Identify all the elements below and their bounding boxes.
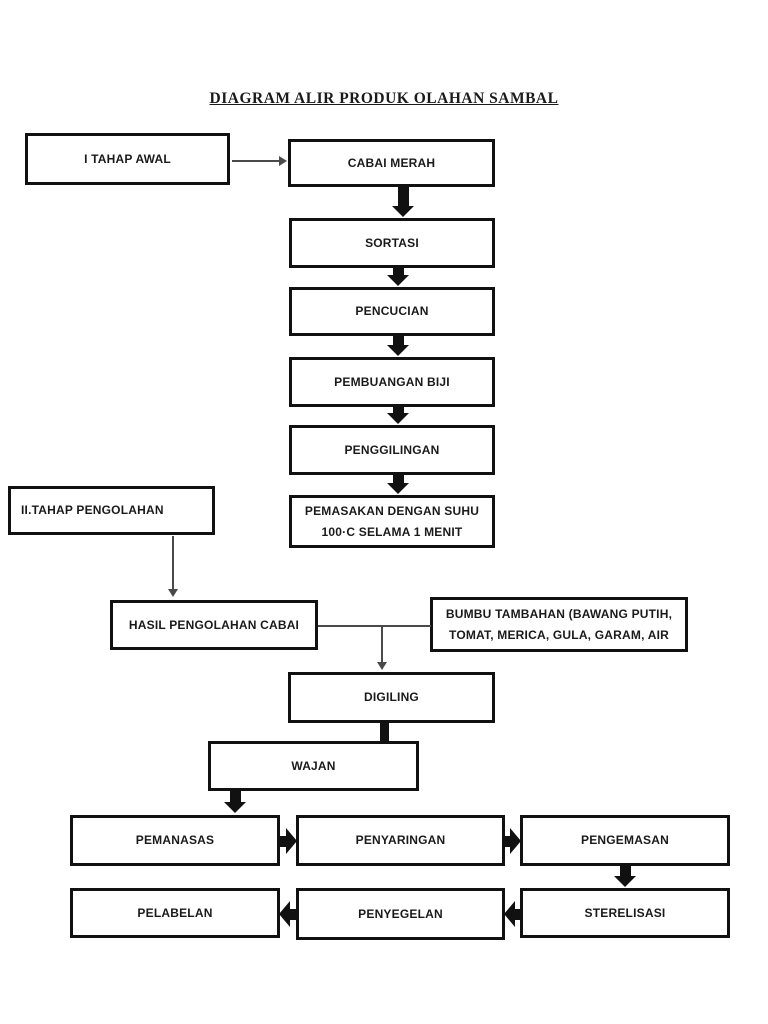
arrow-head	[279, 901, 290, 927]
arrow-stem	[229, 789, 241, 803]
arrow-line	[172, 536, 174, 590]
arrow-sterelisasi-to-penyegelan	[504, 901, 521, 927]
flow-node-pencucian: PENCUCIAN	[289, 287, 495, 336]
flow-node-label: PENGGILINGAN	[344, 442, 440, 457]
flow-node-label: BUMBU TAMBAHAN (BAWANG PUTIH, TOMAT, MER…	[445, 606, 673, 642]
arrow-head	[286, 828, 297, 854]
flow-node-pembuangan-biji: PEMBUANGAN BIJI	[289, 357, 495, 407]
arrow-head	[510, 828, 521, 854]
arrow-wajan-to-pemanasas	[224, 789, 246, 813]
bar-digiling-to-wajan	[379, 721, 389, 744]
flow-node-label: PEMASAKAN DENGAN SUHU 100·C SELAMA 1 MEN…	[304, 503, 480, 539]
flow-node-label: WAJAN	[291, 758, 336, 773]
arrow-head	[387, 345, 409, 356]
flow-node-label: I TAHAP AWAL	[84, 151, 171, 166]
arrow-stem	[392, 472, 404, 484]
arrow-head	[614, 876, 636, 887]
flow-node-penyaringan: PENYARINGAN	[296, 815, 505, 866]
flow-node-label: STERELISASI	[584, 905, 666, 920]
arrow-head	[224, 802, 246, 813]
arrow-junction-to-digiling	[377, 627, 387, 670]
flow-node-pemasakan: PEMASAKAN DENGAN SUHU 100·C SELAMA 1 MEN…	[289, 495, 495, 548]
flow-node-label: PENYEGELAN	[358, 906, 443, 921]
flow-node-wajan: WAJAN	[208, 741, 419, 791]
arrow-stem	[392, 265, 404, 276]
flow-node-pemanasas: PEMANASAS	[70, 815, 280, 866]
arrow-stem	[392, 404, 404, 414]
diagram-title: DIAGRAM ALIR PRODUK OLAHAN SAMBAL	[209, 90, 559, 107]
arrow-head	[387, 275, 409, 286]
flow-node-label: PEMANASAS	[135, 833, 215, 847]
flow-node-label: PENCUCIAN	[355, 304, 429, 318]
arrow-stem	[392, 333, 404, 346]
flow-node-cabai-merah: CABAI MERAH	[288, 139, 495, 187]
arrow-head	[504, 901, 515, 927]
arrow-head	[279, 156, 287, 166]
line-hasil-to-bumbu	[318, 625, 431, 627]
arrow-head	[392, 206, 414, 217]
arrow-cabai-merah-to-sortasi	[392, 186, 414, 217]
arrow-tahap-awal-to-cabai-merah	[232, 156, 287, 166]
flow-node-sterelisasi: STERELISASI	[520, 888, 730, 938]
arrow-pemanasas-to-penyaringan	[279, 828, 297, 854]
flow-node-penggilingan: PENGGILINGAN	[289, 425, 495, 475]
arrow-line	[232, 160, 280, 162]
flow-node-label: PENYARINGAN	[355, 833, 446, 847]
arrow-pengemasan-to-sterelisasi	[614, 864, 636, 887]
flow-node-sortasi: SORTASI	[289, 218, 495, 268]
flow-node-label: II.TAHAP PENGOLAHAN	[21, 503, 164, 517]
arrow-head	[377, 662, 387, 670]
arrow-stem	[619, 864, 631, 877]
flow-node-tahap-pengolahan: II.TAHAP PENGOLAHAN	[8, 486, 215, 535]
arrow-penyaringan-to-pengemasan	[504, 828, 521, 854]
flow-node-label: SORTASI	[365, 235, 419, 250]
arrow-line	[381, 627, 383, 663]
arrow-pencucian-to-pembuangan-biji	[387, 333, 409, 356]
arrow-tahap-pengolahan-to-hasil	[168, 536, 178, 597]
flow-node-pengemasan: PENGEMASAN	[520, 815, 730, 866]
flow-node-label: CABAI MERAH	[347, 155, 436, 170]
flow-node-label: DIGILING	[364, 690, 419, 704]
arrow-stem	[514, 908, 521, 920]
flow-node-label: PENGEMASAN	[580, 833, 669, 847]
flow-node-hasil-pengolahan-cabai: HASIL PENGOLAHAN CABAI	[110, 600, 318, 650]
flow-node-label: PELABELAN	[137, 905, 213, 920]
flow-node-label: PEMBUANGAN BIJI	[334, 374, 450, 389]
arrow-head	[387, 483, 409, 494]
flow-node-tahap-awal: I TAHAP AWAL	[25, 133, 230, 185]
arrow-head	[168, 589, 178, 597]
arrow-stem	[397, 186, 409, 207]
arrow-penggilingan-to-pemasakan	[387, 472, 409, 494]
arrow-stem	[289, 908, 297, 920]
flow-node-bumbu-tambahan: BUMBU TAMBAHAN (BAWANG PUTIH, TOMAT, MER…	[430, 597, 688, 652]
flow-node-label: HASIL PENGOLAHAN CABAI	[128, 617, 300, 632]
arrow-stem	[504, 835, 511, 847]
arrow-head	[387, 413, 409, 424]
flow-node-pelabelan: PELABELAN	[70, 888, 280, 938]
flow-node-digiling: DIGILING	[288, 672, 495, 723]
arrow-stem	[279, 835, 287, 847]
arrow-sortasi-to-pencucian	[387, 265, 409, 286]
flow-node-penyegelan: PENYEGELAN	[296, 888, 505, 940]
arrow-pembuangan-biji-to-penggilingan	[387, 404, 409, 424]
arrow-penyegelan-to-pelabelan	[279, 901, 297, 927]
